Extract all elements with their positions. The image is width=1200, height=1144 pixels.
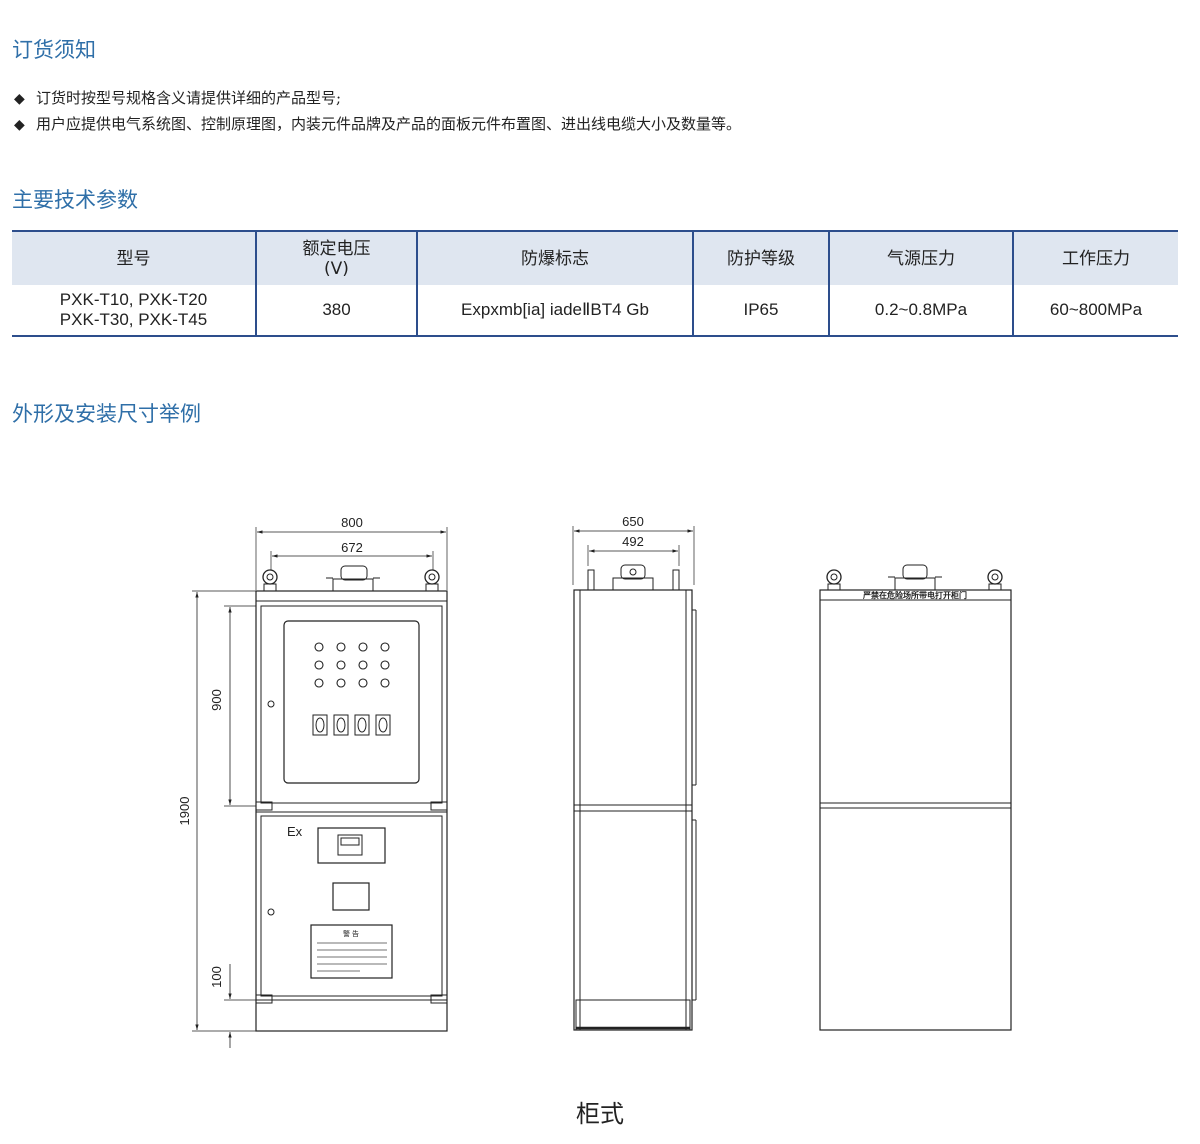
cell-protection: IP65: [692, 285, 829, 337]
ordering-title: 订货须知: [12, 38, 96, 62]
dim-front-height: 1900: [177, 797, 192, 826]
col-header-model: 型号: [12, 230, 256, 285]
cell-voltage: 380: [255, 285, 417, 337]
cell-work-pressure: 60~800MPa: [1012, 285, 1178, 337]
specs-title: 主要技术参数: [12, 188, 138, 212]
list-item: ◆订货时按型号规格含义请提供详细的产品型号;: [14, 86, 741, 112]
back-notice: 严禁在危险场所带电打开柜门: [862, 590, 967, 600]
dim-front-width: 800: [341, 515, 363, 530]
dim-side-width: 650: [622, 514, 644, 529]
drawing-caption: 柜式: [576, 1100, 624, 1128]
dim-front-upper: 900: [209, 689, 224, 711]
cell-ex-mark: Expxmb[ia] iadeⅡBT4 Gb: [416, 285, 693, 337]
selector-switches: [312, 714, 391, 736]
dim-side-inner-width: 492: [622, 534, 644, 549]
diamond-bullet-icon: ◆: [14, 91, 25, 107]
indicator-lights: [314, 642, 390, 688]
col-header-ex-mark: 防爆标志: [416, 230, 693, 285]
back-view: 严禁在危险场所带电打开柜门: [819, 564, 1012, 1031]
ordering-list: ◆订货时按型号规格含义请提供详细的产品型号; ◆用户应提供电气系统图、控制原理图…: [14, 86, 741, 138]
col-header-voltage: 额定电压(V): [255, 230, 417, 285]
spec-table: 型号 额定电压(V) 防爆标志 防护等级 气源压力 工作压力 PXK-T10, …: [12, 230, 1178, 337]
dim-front-base: 100: [209, 966, 224, 988]
diamond-bullet-icon: ◆: [14, 117, 25, 133]
list-item: ◆用户应提供电气系统图、控制原理图，内装元件品牌及产品的面板元件布置图、进出线电…: [14, 112, 741, 138]
warning-plate-title: 警 告: [343, 929, 359, 938]
table-header-row: 型号 额定电压(V) 防爆标志 防护等级 气源压力 工作压力: [12, 230, 1178, 285]
ex-label: Ex: [287, 824, 303, 839]
col-header-air-pressure: 气源压力: [828, 230, 1013, 285]
dim-front-inner-width: 672: [341, 540, 363, 555]
col-header-protection: 防护等级: [692, 230, 829, 285]
side-view: 650 492: [572, 514, 697, 1031]
front-view: 800 672: [177, 515, 448, 1048]
col-header-work-pressure: 工作压力: [1012, 230, 1178, 285]
cell-air-pressure: 0.2~0.8MPa: [828, 285, 1013, 337]
dimensions-title: 外形及安装尺寸举例: [12, 402, 201, 426]
